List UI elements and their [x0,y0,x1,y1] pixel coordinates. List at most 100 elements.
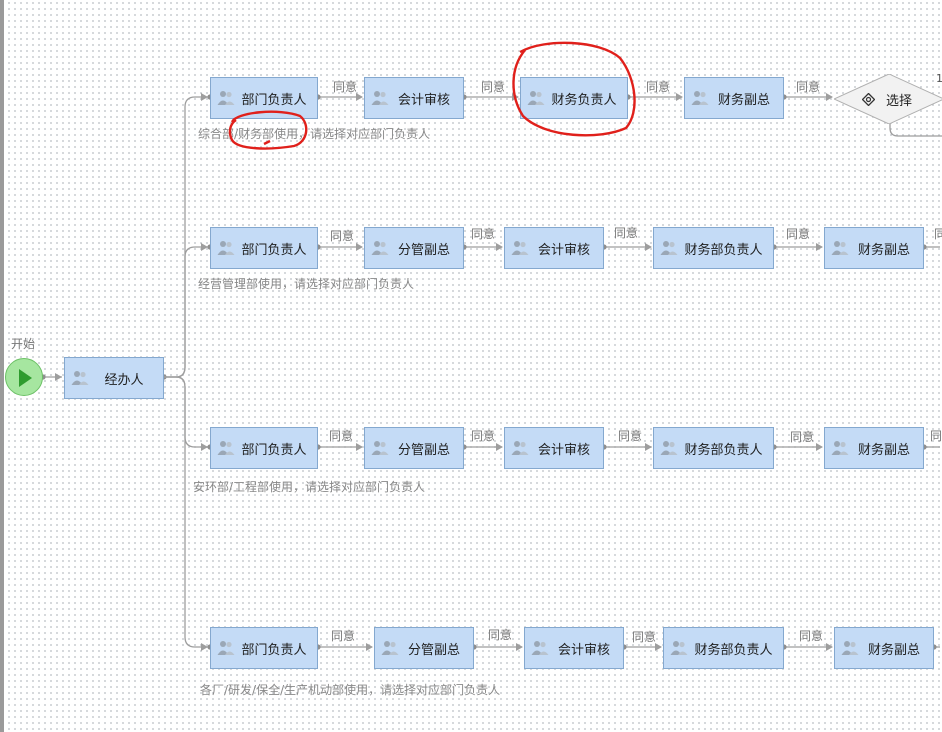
annotation-mark [263,139,271,146]
node-label: 财务部负责人 [694,642,773,658]
edge-label-agree: 同意 [799,629,824,643]
approval-node[interactable]: 部门负责人 [210,227,318,269]
edge-label-agree: 同意 [646,80,671,94]
edge-label-agree: 同意 [330,229,355,243]
approval-node[interactable]: 部门负责人 [210,627,318,669]
edge-arrow [356,443,363,451]
user-icon [660,241,678,255]
node-label: 会计审核 [557,642,610,658]
edge-arrow [201,443,208,451]
node-label: 财务负责人 [551,92,617,108]
edge-branch-4 [164,376,208,648]
handler-label: 经办人 [104,372,144,388]
user-icon [831,241,849,255]
user-icon [217,641,235,655]
approval-node[interactable]: 会计审核 [504,427,604,469]
approval-node[interactable]: 财务负责人 [520,77,628,119]
node-label: 部门负责人 [241,642,307,658]
edge-gateway-out [889,115,942,137]
edge-branch-2 [164,246,208,378]
edge-label-agree: 同意 [796,80,821,94]
edge-label-agree: 同意 [488,628,513,642]
edge-arrow [676,93,683,101]
edge-label-agree: 同意 [329,429,354,443]
edge-arrow [356,93,363,101]
start-node[interactable] [5,358,43,396]
edge-arrow [655,643,662,651]
user-icon [217,241,235,255]
play-icon [19,369,32,387]
node-label: 会计审核 [537,442,590,458]
user-icon [217,91,235,105]
gateway-count: 1 [936,72,942,85]
edge-label-agree: 同意 [333,80,358,94]
user-icon [511,441,529,455]
handler-node[interactable]: 经办人 [64,357,164,399]
user-icon [217,441,235,455]
approval-node[interactable]: 部门负责人 [210,77,318,119]
edge-arrow [645,243,652,251]
node-label: 部门负责人 [241,442,307,458]
user-icon [691,91,709,105]
edge-arrow [816,243,823,251]
approval-node[interactable]: 会计审核 [504,227,604,269]
approval-node[interactable]: 分管副总 [374,627,474,669]
node-label: 分管副总 [397,242,450,258]
annotation-circle-finance [512,41,636,137]
user-icon [371,241,389,255]
row-hint-text: 经营管理部使用，请选择对应部门负责人 [198,277,415,291]
edge-arrow [55,373,62,381]
node-label: 财务部负责人 [684,442,763,458]
user-icon [371,441,389,455]
row-hint-text: 各厂/研发/保全/生产机动部使用，请选择对应部门负责人 [200,683,501,697]
approval-node[interactable]: 财务副总 [834,627,934,669]
user-icon [71,371,89,385]
node-label: 财务副总 [857,442,910,458]
approval-node[interactable]: 财务部负责人 [653,227,774,269]
gateway-icon [862,93,875,106]
edge-arrow [516,643,523,651]
node-label: 财务副总 [867,642,920,658]
annotation-circle-hint [228,110,308,150]
approval-node[interactable]: 分管副总 [364,427,464,469]
user-icon [660,441,678,455]
approval-node[interactable]: 会计审核 [524,627,624,669]
approval-node[interactable]: 会计审核 [364,77,464,119]
row-hint-text: 安环部/工程部使用，请选择对应部门负责人 [193,480,426,494]
edge-label-agree: 同意 [786,227,811,241]
approval-node[interactable]: 财务部负责人 [653,427,774,469]
edge-arrow [826,643,833,651]
approval-node[interactable]: 财务副总 [824,427,924,469]
node-label: 财务副总 [857,242,910,258]
edge-arrow [826,93,833,101]
edge-label-agree: 同意 [618,429,643,443]
edge-label-agree: 同意 [471,429,496,443]
approval-node[interactable]: 部门负责人 [210,427,318,469]
node-label: 财务副总 [717,92,770,108]
choice-gateway[interactable] [834,74,942,124]
edge-label-agree: 同意 [930,429,942,443]
approval-node[interactable]: 财务副总 [824,227,924,269]
node-label: 分管副总 [407,642,460,658]
edge-label-agree: 同意 [471,227,496,241]
edge-label-agree: 同意 [331,629,356,643]
user-icon [511,241,529,255]
edge-arrow [496,443,503,451]
approval-node[interactable]: 财务副总 [684,77,784,119]
edge-label-agree: 同意 [790,430,815,444]
user-icon [831,441,849,455]
edge-label-agree: 同意 [481,80,506,94]
approval-node[interactable]: 财务部负责人 [663,627,784,669]
node-label: 财务部负责人 [684,242,763,258]
approval-node[interactable]: 分管副总 [364,227,464,269]
node-label: 分管副总 [397,442,450,458]
gateway-label: 选择 [886,94,913,109]
user-icon [531,641,549,655]
user-icon [527,91,545,105]
edge-label-agree: 同意 [934,227,942,241]
user-icon [670,641,688,655]
node-label: 会计审核 [537,242,590,258]
